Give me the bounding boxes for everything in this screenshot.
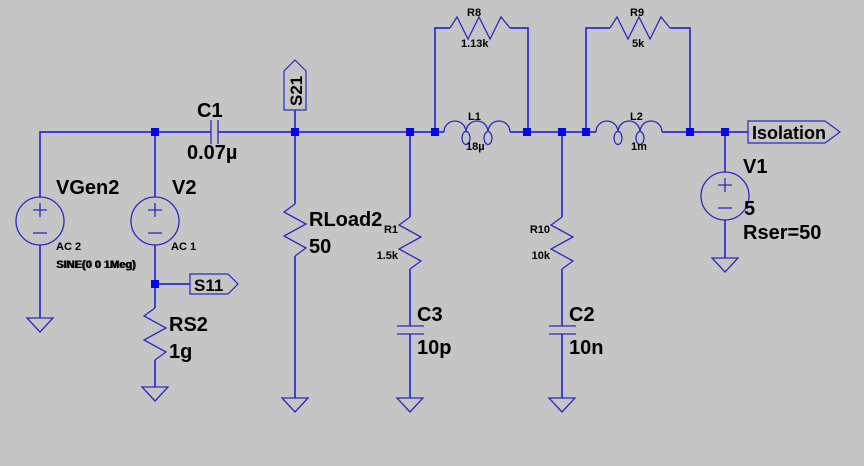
plus-icon (718, 178, 732, 192)
l2-coil-loop (613, 130, 623, 146)
resistor-r8[interactable]: R8 1.13k (449, 7, 511, 50)
wire-segment[interactable] (434, 27, 450, 132)
r9-zigzag (609, 15, 671, 41)
net-flag-isolation[interactable]: Isolation (747, 120, 842, 144)
vgen2-sine-label-ghost: SINE(0 0 1Meg) (57, 259, 137, 271)
r1-name-label[interactable]: R1 (384, 224, 398, 236)
v1-circle (700, 171, 750, 221)
ground-icon[interactable] (280, 397, 310, 413)
l2-coil (595, 120, 663, 133)
plus-icon (148, 203, 162, 217)
rs2-name-label[interactable]: RS2 (169, 314, 208, 336)
r10-name-label[interactable]: R10 (530, 224, 550, 236)
vgen2-circle (15, 196, 65, 246)
c3-name-label[interactable]: C3 (417, 304, 443, 326)
plus-icon (33, 203, 47, 217)
wire-segment[interactable] (510, 27, 529, 132)
vgen2-sine-label[interactable]: SINE(0 0 1Meg) (56, 259, 136, 271)
v2-name-label[interactable]: V2 (172, 177, 196, 199)
l1-coil-loop (461, 130, 471, 146)
voltage-source-v1[interactable]: V1 5 Rser=50 (700, 156, 821, 244)
ground-icon[interactable] (710, 257, 740, 273)
v1-name-label[interactable]: V1 (743, 156, 767, 178)
junction-dot (523, 128, 531, 136)
junction-dot (582, 128, 590, 136)
c1-value-label[interactable]: 0.07µ (187, 142, 237, 164)
isolation-flag-label[interactable]: Isolation (752, 123, 826, 143)
junction-dot (151, 280, 159, 288)
r9-name-label[interactable]: R9 (630, 7, 644, 19)
c3-value-label[interactable]: 10p (417, 337, 451, 359)
r10-value-label[interactable]: 10k (532, 250, 551, 262)
net-flag-s11[interactable]: S11 (189, 273, 239, 295)
vgen2-name-label[interactable]: VGen2 (56, 177, 119, 199)
voltage-source-v2[interactable]: V2 AC 1 (130, 177, 196, 253)
rs2-zigzag (142, 307, 168, 361)
l1-name-label[interactable]: L1 (468, 111, 481, 123)
l2-value-label[interactable]: 1m (631, 141, 647, 153)
c1-name-label[interactable]: C1 (197, 100, 223, 122)
r8-name-label[interactable]: R8 (467, 7, 481, 19)
l2-coil-loop (635, 130, 645, 146)
r1-zigzag (397, 216, 423, 270)
v1-rser-label[interactable]: Rser=50 (743, 222, 821, 244)
rload2-name-label[interactable]: RLoad2 (309, 209, 382, 231)
isolation-flag-outline (747, 120, 842, 144)
capacitor-c1[interactable]: C1 0.07µ (187, 100, 237, 164)
ground-icon[interactable] (547, 397, 577, 413)
l1-coil (443, 120, 511, 133)
junction-dot (686, 128, 694, 136)
wire-segment[interactable] (670, 27, 691, 132)
rload2-value-label[interactable]: 50 (309, 236, 331, 258)
resistor-r10[interactable]: R10 10k (530, 216, 575, 270)
junction-dot (291, 128, 299, 136)
resistor-rs2[interactable]: RS2 1g (142, 307, 208, 363)
l1-coil-loop (483, 130, 493, 146)
c1-plates (210, 120, 219, 144)
r8-value-label[interactable]: 1.13k (461, 38, 489, 50)
ground-icon[interactable] (25, 317, 55, 333)
junction-dot (406, 128, 414, 136)
v2-circle (130, 196, 180, 246)
capacitor-c2[interactable]: C2 10n (549, 304, 603, 359)
v2-ac-label[interactable]: AC 1 (171, 241, 196, 253)
c2-value-label[interactable]: 10n (569, 337, 603, 359)
s21-flag-outline (283, 59, 307, 111)
junction-dots (151, 128, 729, 288)
rload2-zigzag (282, 203, 308, 257)
r10-zigzag (549, 216, 575, 270)
junction-dot (151, 128, 159, 136)
capacitor-c3[interactable]: C3 10p (397, 304, 451, 359)
l2-name-label[interactable]: L2 (630, 111, 643, 123)
junction-dot (721, 128, 729, 136)
junction-dot (431, 128, 439, 136)
resistor-r9[interactable]: R9 5k (609, 7, 671, 50)
junction-dot (558, 128, 566, 136)
r8-zigzag (449, 15, 511, 41)
inductor-l1[interactable]: L1 18µ (443, 111, 511, 153)
r1-value-label[interactable]: 1.5k (377, 250, 399, 262)
inductor-l2[interactable]: L2 1m (595, 111, 663, 153)
ground-icon[interactable] (395, 397, 425, 413)
resistor-r1[interactable]: R1 1.5k (377, 216, 423, 270)
net-flag-s21[interactable]: S21 (283, 59, 307, 111)
resistor-rload2[interactable]: RLoad2 50 (282, 203, 382, 258)
ground-icon[interactable] (140, 386, 170, 402)
s11-flag-label[interactable]: S11 (194, 276, 223, 295)
vgen2-ac-label[interactable]: AC 2 (56, 241, 81, 253)
s11-flag-outline (189, 273, 239, 295)
ground-symbols (25, 257, 740, 413)
r9-value-label[interactable]: 5k (632, 38, 645, 50)
v1-value-label[interactable]: 5 (744, 198, 755, 220)
c2-plates (549, 325, 576, 335)
rs2-value-label[interactable]: 1g (169, 341, 192, 363)
wires[interactable] (39, 27, 748, 398)
l1-value-label[interactable]: 18µ (466, 141, 485, 153)
c2-name-label[interactable]: C2 (569, 304, 595, 326)
voltage-source-vgen2[interactable]: VGen2 AC 2 SINE(0 0 1Meg) SINE(0 0 1Meg) (15, 177, 137, 271)
c3-plates (397, 325, 424, 335)
wire-segment[interactable] (585, 27, 610, 132)
s21-flag-label[interactable]: S21 (287, 76, 306, 106)
